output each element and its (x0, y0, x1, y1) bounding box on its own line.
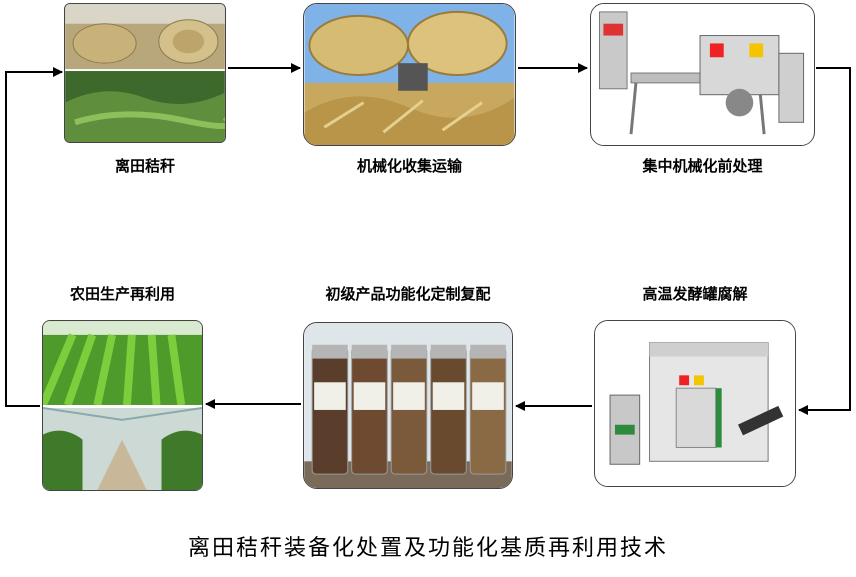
step-label-fermentation: 高温发酵罐腐解 (642, 285, 748, 303)
hay-transport-photo (304, 4, 515, 145)
panel-field-straw (64, 3, 226, 143)
panel-transport (303, 3, 516, 146)
arrow-pretreatment-to-fermentation (798, 67, 851, 415)
product-jars-photo (304, 323, 512, 488)
field-greenhouse-photo (43, 321, 202, 490)
fermentation-tank-photo (595, 321, 795, 486)
arrow-reuse-to-field (5, 67, 63, 407)
panel-products (303, 322, 513, 489)
panel-fermentation (594, 320, 796, 487)
step-label-field-straw: 离田秸秆 (114, 157, 175, 175)
panel-reuse (42, 320, 203, 491)
straw-field-photo (65, 4, 225, 142)
diagram-caption: 离田秸秆装备化处置及功能化基质再利用技术 (187, 536, 668, 561)
step-label-reuse: 农田生产再利用 (69, 285, 175, 303)
step-label-transport: 机械化收集运输 (356, 157, 462, 175)
step-label-pretreatment: 集中机械化前处理 (642, 157, 763, 175)
step-label-products: 初级产品功能化定制复配 (325, 285, 491, 303)
jar-row (311, 344, 507, 475)
pretreatment-machine-photo (591, 4, 814, 145)
panel-pretreatment (590, 3, 815, 146)
